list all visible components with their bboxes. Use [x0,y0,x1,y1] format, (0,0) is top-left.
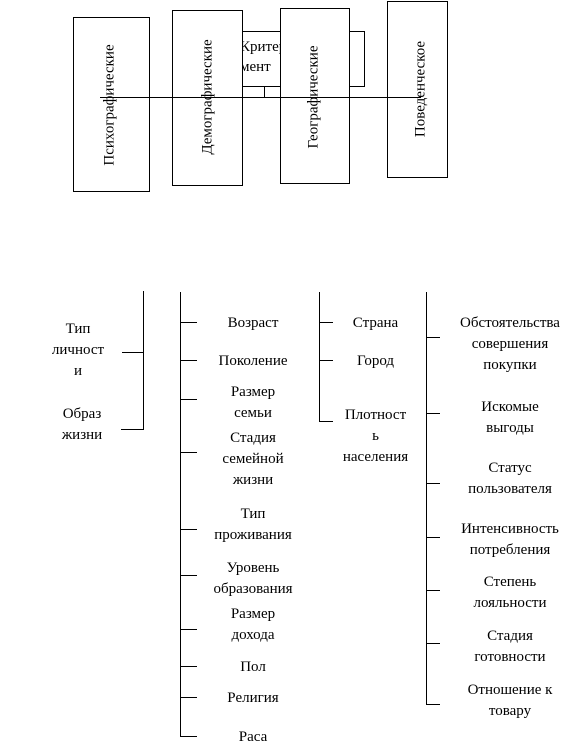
behav-trunk [426,292,427,704]
criterion-race: Раса [197,727,309,748]
demo-branch [180,360,202,361]
demo-branch [180,697,202,698]
segment-label-behavioral: Поведенческое [412,40,429,138]
behav-branch [426,413,442,414]
demo-trunk [180,292,181,737]
criterion-city: Город [333,351,418,372]
behav-branch [426,337,442,338]
segment-box-behavioral [387,1,448,178]
segment-box-demographic [172,10,243,186]
criterion-gender: Пол [197,657,309,678]
geo-branch [319,322,337,323]
geo-branch [319,360,337,361]
criteria-title-line-1: Критери [240,39,285,55]
behav-branch [426,483,442,484]
demo-branch [180,629,202,630]
demo-branch [180,529,202,530]
behav-branch [426,537,442,538]
demo-branch [180,666,202,667]
psych-branch-2 [121,429,143,430]
criteria-title-line-2: мент [240,59,271,75]
segment-box-psychographic [73,17,150,192]
criterion-generation: Поколение [197,351,309,372]
behav-branch [426,643,442,644]
behav-branch [426,704,442,705]
demo-branch [180,322,202,323]
demo-branch [180,736,202,737]
criterion-religion: Религия [197,688,309,709]
demo-branch [180,452,202,453]
demo-branch [180,399,202,400]
header-connector-line [100,97,421,98]
criterion-country: Страна [333,313,418,334]
title-connector [264,87,265,97]
psych-trunk [143,291,144,430]
psych-branch-1 [121,352,143,353]
behav-branch [426,590,442,591]
geo-trunk [319,292,320,422]
segment-label-demographic: Демографические [199,39,216,155]
segment-label-geographic: Географические [305,45,322,149]
geo-branch [319,421,337,422]
criterion-age: Возраст [197,313,309,334]
segment-box-geographic [280,8,350,184]
demo-branch [180,575,202,576]
segment-label-psychographic: Психографические [101,44,118,166]
